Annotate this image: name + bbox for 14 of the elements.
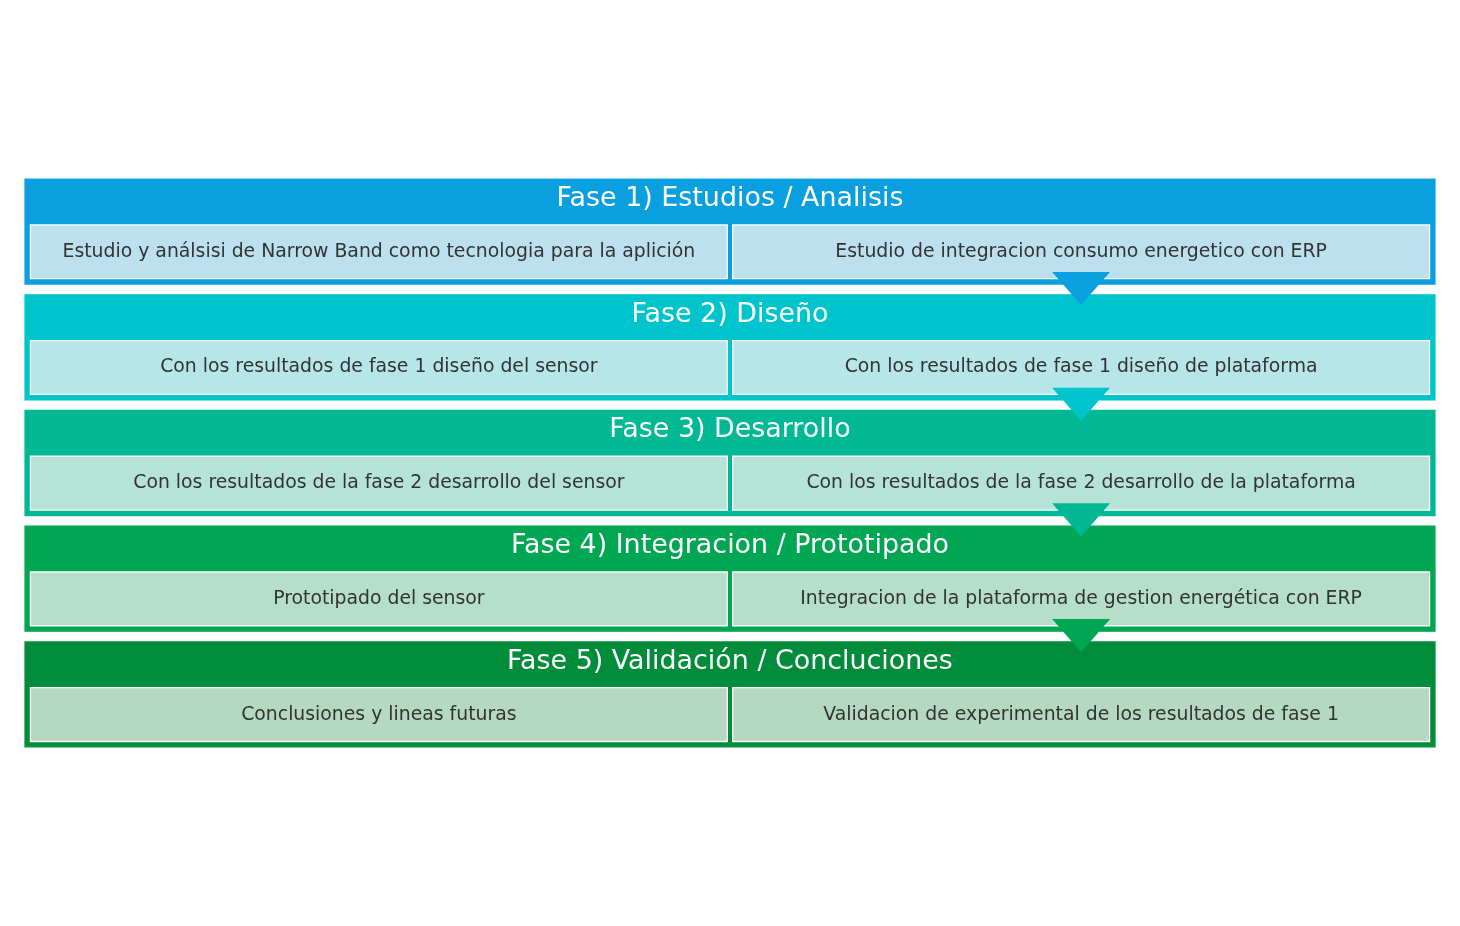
node-box: Con los resultados de fase 1 diseño del sensor — [29, 339, 728, 396]
node-box: Conclusiones y lineas futuras — [29, 687, 728, 743]
node-box: Estudio y análsisi de Narrow Band como tecnologia para la aplición — [29, 224, 728, 280]
arrow — [1052, 503, 1111, 537]
node-box: Estudio de integracion consumo energetico con ERP — [732, 224, 1431, 280]
node-box: Con los resultados de fase 1 diseño de plataforma — [732, 339, 1431, 396]
arrow — [1052, 271, 1111, 306]
node-box: Integracion de la plataforma de gestion energética con ERP — [732, 571, 1431, 627]
node-box: Validacion de experimental de los resultados de fase 1 — [732, 687, 1431, 743]
arrow — [1052, 387, 1111, 421]
node-box: Prototipado del sensor — [29, 571, 728, 627]
node-box: Con los resultados de la fase 2 desarrollo de la plataforma — [732, 455, 1431, 511]
arrow — [1052, 619, 1111, 653]
node-box: Con los resultados de la fase 2 desarrollo del sensor — [29, 455, 728, 511]
